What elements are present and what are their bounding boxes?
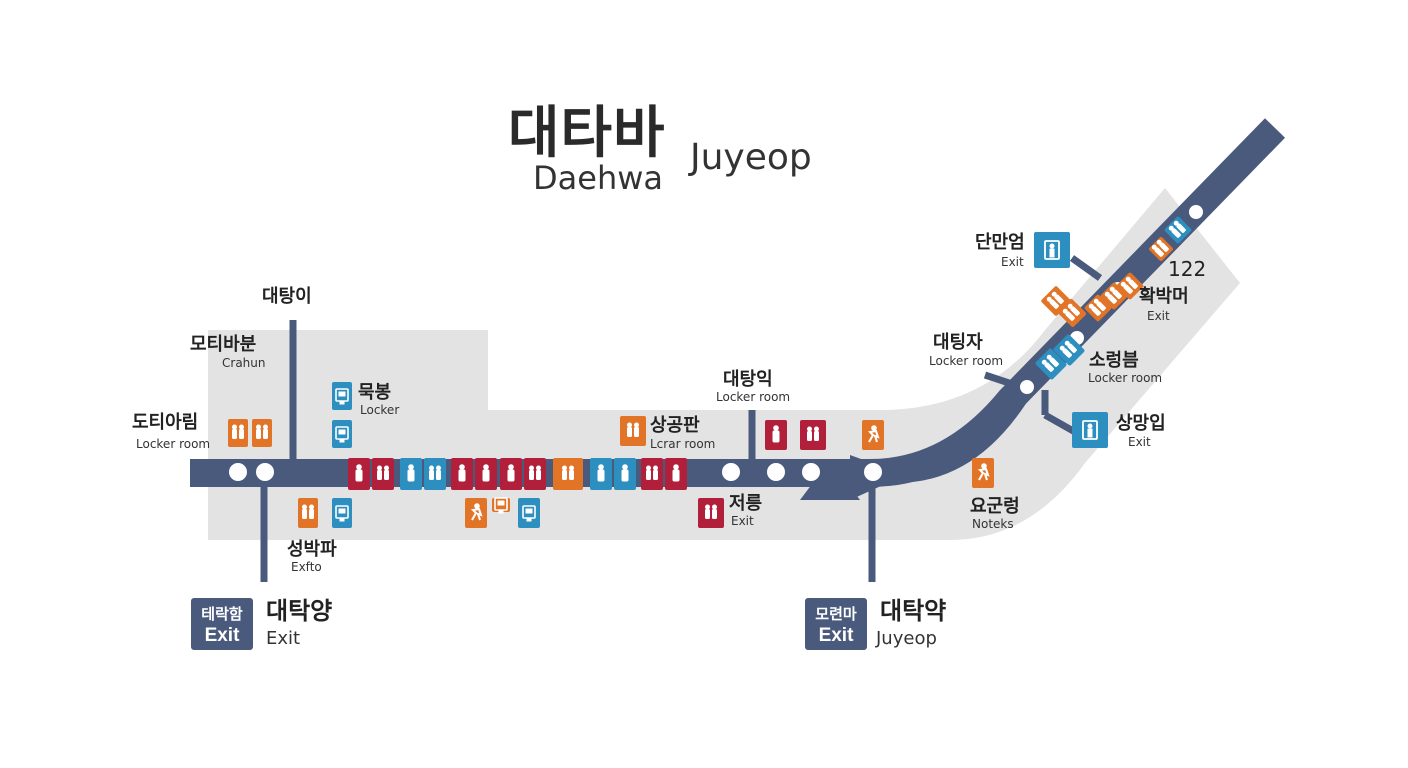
label-dotiarim-en: Locker room (136, 437, 211, 451)
exit-badge-right-en: Exit (818, 625, 854, 646)
exit-left-name-en: Exit (266, 628, 301, 649)
label-sanggongpan: 상공판 (650, 415, 700, 436)
exit-badge-right[interactable]: 모련마 Exit (805, 598, 867, 650)
stop (720, 461, 742, 483)
exit-badge-right-ko: 모련마 (815, 606, 857, 623)
station-title-side: Juyeop (690, 137, 812, 178)
label-dotiarim: 도티아림 (132, 412, 199, 433)
person-pair-icon (1035, 348, 1067, 380)
station-title-english: Daehwa (533, 159, 663, 197)
person-pair-icon (1149, 237, 1173, 261)
person-pair-icon (228, 419, 248, 447)
person-pair-icon (1084, 294, 1112, 322)
label-seongbakpa-en: Exfto (291, 560, 322, 574)
person-pair-icon (524, 458, 546, 490)
person-pair-icon (1164, 216, 1192, 244)
person-single-icon (348, 458, 370, 490)
facility-icons (228, 216, 1192, 528)
person-pair-icon (298, 498, 318, 528)
person-pair-icon (372, 458, 394, 490)
person-pair-icon (1053, 334, 1085, 366)
person-single-icon (500, 458, 522, 490)
person-pair-icon (1116, 272, 1144, 300)
person-pair-icon (553, 458, 583, 490)
label-platform-number: 122 (1168, 257, 1207, 281)
label-daetingja: 대팅자 (933, 332, 983, 353)
connector-lines (260, 255, 1103, 582)
label-daetangik: 대탕익 (723, 369, 773, 390)
person-pair-icon (620, 416, 646, 446)
person-pair-icon (252, 419, 272, 447)
stop (1187, 203, 1205, 221)
label-danmanum: 단만엄 (975, 232, 1025, 253)
locker-icon (518, 498, 540, 528)
label-jeoreung: 저릉 (729, 493, 763, 514)
stop (862, 461, 884, 483)
person-single-icon (451, 458, 473, 490)
locker-icon (332, 382, 352, 410)
locker-icon (332, 420, 352, 448)
exit-badge-left[interactable]: 테락함 Exit (191, 598, 253, 650)
label-mukbong: 묵봉 (358, 382, 392, 403)
label-yogunreong-en: Noteks (972, 517, 1014, 531)
person-single-icon (765, 420, 787, 450)
stop (765, 461, 787, 483)
person-single-icon (400, 458, 422, 490)
running-person-icon (465, 498, 487, 528)
stop (254, 461, 276, 483)
station-title-korean: 대타바 (508, 101, 666, 166)
label-danmanum-en: Exit (1001, 255, 1024, 269)
label-jeoreung-en: Exit (731, 514, 754, 528)
label-sangmangeop: 상망입 (1116, 413, 1166, 434)
stop (227, 461, 249, 483)
locker-icon (332, 498, 352, 528)
person-single-icon (665, 458, 687, 490)
label-sanggongpan-en: Lcrar room (650, 437, 716, 451)
exit-left-name: 대탁양 (266, 597, 333, 625)
label-seongbakpa: 성박파 (287, 539, 337, 560)
exit-badge-left-ko: 테락함 (201, 606, 243, 623)
exit-right-name-en: Juyeop (876, 628, 937, 649)
label-soryeongbeum: 소렁븜 (1089, 350, 1139, 371)
label-daetangik-en: Locker room (716, 390, 791, 404)
label-soryeongbeum-en: Locker room (1088, 371, 1163, 385)
locker-icon (492, 497, 510, 514)
label-daetangi: 대탕이 (262, 286, 312, 307)
label-motibabun-en: Crahun (222, 356, 266, 370)
person-single-icon (475, 458, 497, 490)
person-pair-icon (800, 420, 826, 450)
person-single-icon (614, 458, 636, 490)
exit-right-name: 대탁약 (880, 597, 947, 625)
running-person-icon (862, 420, 884, 450)
label-sangmangeop-en: Exit (1128, 435, 1151, 449)
label-mukbong-en: Locker (360, 403, 400, 417)
label-hwakbakmeo: 확박머 (1139, 286, 1189, 307)
person-pair-icon (698, 498, 724, 528)
stop (1018, 378, 1036, 396)
label-hwakbakmeo-en: Exit (1147, 309, 1170, 323)
label-yogunreong: 요군렁 (970, 496, 1020, 517)
person-single-icon (590, 458, 612, 490)
person-pair-icon (641, 458, 663, 490)
person-pair-icon (1057, 298, 1087, 328)
exit-door-icon (1072, 412, 1108, 448)
person-pair-icon (424, 458, 446, 490)
running-person-icon (972, 458, 994, 488)
label-motibabun: 모티바분 (190, 334, 257, 355)
stop (800, 461, 822, 483)
exit-badge-left-en: Exit (204, 625, 240, 646)
exit-door-icon (1034, 232, 1070, 268)
label-daetingja-en: Locker room (929, 354, 1004, 368)
